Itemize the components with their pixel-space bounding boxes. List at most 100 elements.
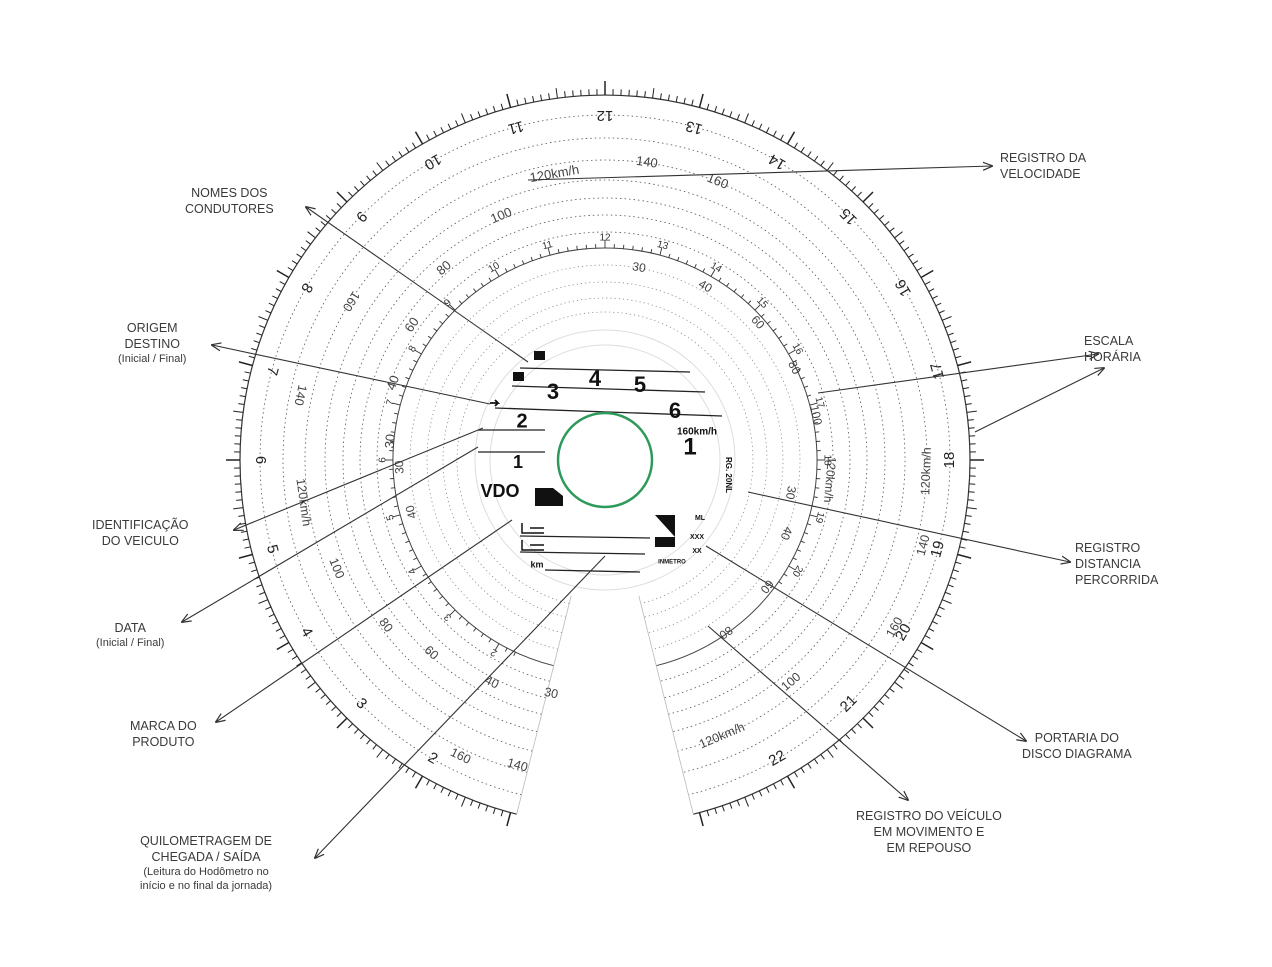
inner-tick (413, 359, 418, 363)
speed-label-inner-repeat: 40 (777, 524, 795, 542)
leader-line-5 (315, 555, 606, 858)
outer-tick (786, 775, 796, 789)
outer-tick (667, 94, 670, 101)
outer-tick (833, 170, 838, 176)
outer-tick (938, 606, 945, 610)
outer-tick (952, 347, 959, 351)
speed-label-outer-repeat: 120km/h (293, 478, 314, 527)
leader-line-6 (527, 166, 992, 181)
hour-number-inner: 18 (821, 454, 832, 466)
inner-tick (413, 557, 418, 561)
outer-tick (967, 419, 974, 421)
inner-tick (530, 256, 533, 261)
inner-tick (650, 248, 653, 254)
outer-tick (315, 227, 321, 232)
outer-tick (751, 793, 755, 800)
inner-tick (414, 349, 422, 355)
inner-tick (796, 549, 801, 552)
inner-tick (702, 268, 706, 273)
outer-tick (455, 120, 459, 127)
outer-tick (965, 515, 972, 517)
hour-number-outer: 2 (425, 749, 441, 768)
outer-tick (241, 387, 248, 390)
leader-line-3 (182, 446, 479, 622)
hour-number-outer: 9 (352, 207, 370, 225)
outer-tick (912, 260, 919, 265)
outer-tick (433, 130, 437, 137)
speed-ring-0 (259, 114, 951, 796)
outer-tick (928, 288, 935, 292)
outer-tick (524, 97, 527, 104)
speed-label-outer: 120km/h (529, 162, 581, 185)
outer-tick (272, 620, 278, 625)
outer-tick (253, 340, 260, 344)
hour-number-outer: 10 (421, 150, 444, 173)
inner-tick (783, 573, 788, 577)
label-marca-produto: MARCA DO PRODUTO (130, 719, 197, 749)
cert-text-inmetro: INMETRO (658, 560, 686, 566)
outer-tick (765, 127, 770, 133)
inner-tick (809, 402, 818, 406)
faint-ring-1 (489, 344, 721, 576)
outer-tick (414, 775, 424, 789)
outer-tick (959, 546, 966, 549)
hour-number-outer: 11 (506, 117, 525, 137)
speed-ring-1 (282, 137, 928, 773)
leader-line-4 (216, 519, 513, 722)
outer-tick (477, 111, 481, 118)
speed-label-outer: 140 (635, 153, 659, 171)
outer-tick (636, 90, 638, 97)
outer-tick (336, 712, 342, 717)
outer-tick (238, 553, 253, 559)
outer-tick (675, 96, 678, 103)
inner-tick (804, 385, 809, 388)
speed-label-outer: 30 (382, 433, 398, 449)
inner-tick (393, 505, 399, 508)
label-escala-horaria: ESCALA HORÁRIA (1084, 334, 1141, 364)
outer-tick (248, 355, 255, 359)
outer-tick (242, 379, 249, 382)
outer-tick (964, 522, 971, 525)
outer-tick (398, 763, 403, 769)
disc-rings (239, 94, 971, 815)
outer-tick (938, 310, 945, 314)
outer-tick (296, 662, 302, 667)
outer-tick (360, 734, 365, 740)
outer-tick (961, 538, 968, 541)
outer-tick (924, 281, 931, 285)
inner-tick (401, 532, 406, 535)
outer-tick (826, 162, 834, 171)
outer-tick (966, 410, 977, 413)
outer-tick (354, 186, 359, 192)
speed-label-outer: 80 (433, 257, 454, 278)
inner-tick (427, 581, 432, 585)
inner-tick (813, 422, 818, 424)
inner-tick (685, 260, 689, 265)
outer-tick (366, 175, 371, 181)
outer-tick (300, 246, 307, 252)
outer-tick (945, 591, 951, 595)
outer-tick (868, 712, 874, 717)
speed-ring-4 (342, 197, 868, 715)
inner-tick (405, 540, 410, 544)
outer-tick (780, 134, 784, 141)
speed-label-outer-repeat: 140 (291, 384, 309, 407)
hour-number-inner: 8 (407, 344, 420, 355)
label-origem-destino: ORIGEM DESTINO (Inicial / Final) (118, 321, 187, 365)
leader-line-8 (974, 368, 1104, 433)
outer-tick (698, 812, 704, 827)
outer-tick (238, 403, 245, 405)
hour-number-outer: 13 (684, 117, 705, 138)
speed-label-outer-repeat: 30 (543, 685, 560, 702)
outer-tick (793, 142, 798, 149)
hour-number-inner: 11 (541, 239, 554, 252)
outer-tick (884, 221, 890, 226)
outer-tick (884, 694, 890, 699)
label-registro-velocidade: REGISTRO DA VELOCIDADE (1000, 151, 1087, 181)
outer-tick (924, 635, 931, 639)
form-line-5 (519, 535, 651, 539)
inner-tick (494, 269, 500, 277)
outer-tick (354, 728, 359, 734)
faint-ring-0 (474, 329, 736, 591)
outer-tick (414, 131, 424, 145)
